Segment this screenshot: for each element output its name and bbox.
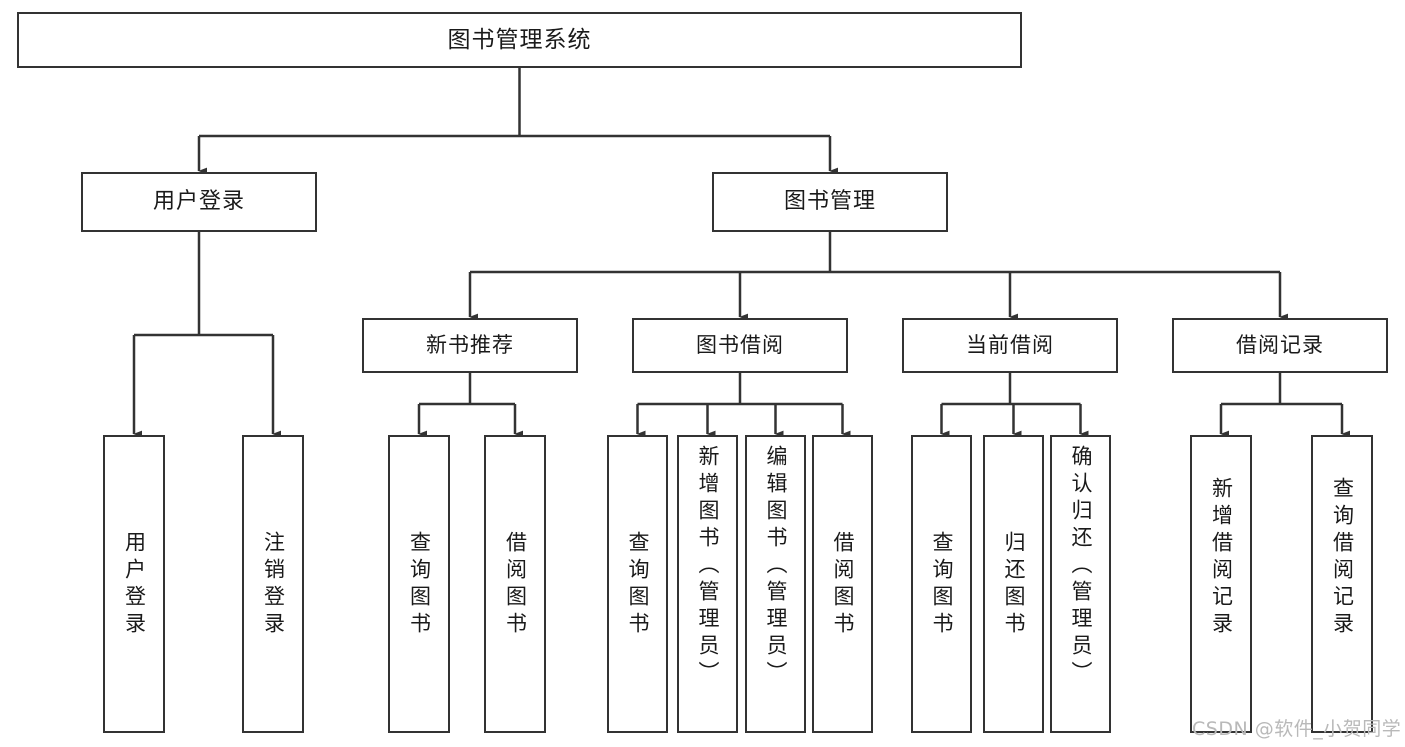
node-label: 用户登录 [122,531,147,639]
node-leaf-add-book[interactable]: 新增图书（管理员） [677,435,738,733]
node-label: 查询图书 [930,531,954,639]
node-leaf-borrow-book-1[interactable]: 借阅图书 [484,435,546,733]
node-label: 查询借阅记录 [1330,477,1355,639]
node-label: 借阅图书 [831,531,855,639]
node-root[interactable]: 图书管理系统 [17,12,1022,68]
node-current-borrow[interactable]: 当前借阅 [902,318,1118,373]
node-borrow-record[interactable]: 借阅记录 [1172,318,1388,373]
node-leaf-query-record[interactable]: 查询借阅记录 [1311,435,1373,733]
node-label: 查询图书 [407,531,432,639]
node-leaf-user-logout[interactable]: 注销登录 [242,435,304,733]
node-user-login[interactable]: 用户登录 [81,172,317,232]
node-book-manage[interactable]: 图书管理 [712,172,948,232]
connector-lines [132,68,1351,438]
node-label: 图书管理 [783,189,876,215]
node-leaf-edit-book[interactable]: 编辑图书（管理员） [745,435,806,733]
node-leaf-return-book[interactable]: 归还图书 [983,435,1044,733]
node-label: 注销登录 [261,531,286,639]
node-leaf-query-book-2[interactable]: 查询图书 [607,435,668,733]
node-label: 归还图书 [1002,531,1026,639]
node-leaf-query-book-1[interactable]: 查询图书 [388,435,450,733]
node-label: 当前借阅 [966,333,1054,358]
node-book-borrow[interactable]: 图书借阅 [632,318,848,373]
node-label: 图书管理系统 [447,26,592,53]
node-new-book-rec[interactable]: 新书推荐 [362,318,578,373]
node-label: 图书借阅 [696,333,784,358]
node-label: 确认归还（管理员） [1069,445,1093,688]
node-leaf-user-login[interactable]: 用户登录 [103,435,165,733]
node-leaf-confirm-return[interactable]: 确认归还（管理员） [1050,435,1111,733]
node-leaf-borrow-book-2[interactable]: 借阅图书 [812,435,873,733]
node-label: 编辑图书（管理员） [764,445,788,688]
node-label: 用户登录 [152,189,245,215]
node-leaf-query-book-3[interactable]: 查询图书 [911,435,972,733]
node-label: 借阅图书 [503,531,528,639]
node-label: 新增借阅记录 [1209,477,1234,639]
node-label: 查询图书 [626,531,650,639]
node-label: 新增图书（管理员） [696,445,720,688]
node-label: 借阅记录 [1236,333,1324,358]
node-leaf-add-record[interactable]: 新增借阅记录 [1190,435,1252,733]
node-label: 新书推荐 [426,333,514,358]
